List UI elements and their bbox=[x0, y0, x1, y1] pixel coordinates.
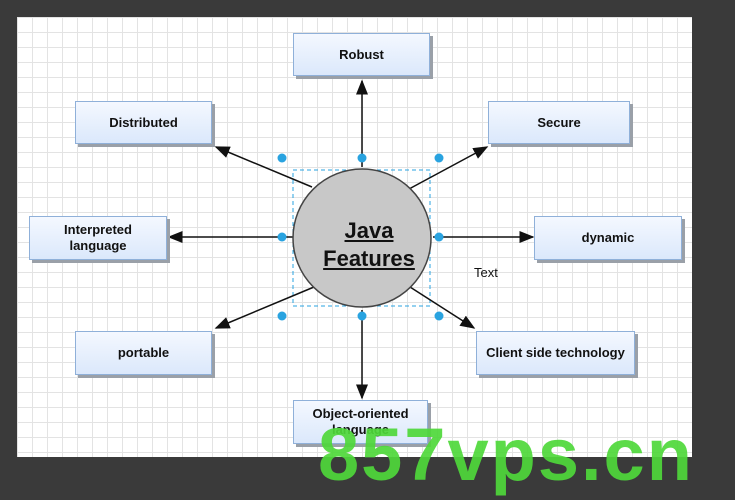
resize-handle[interactable] bbox=[434, 232, 444, 242]
node-robust[interactable]: Robust bbox=[293, 33, 430, 76]
node-portable[interactable]: portable bbox=[75, 331, 212, 375]
diagram-canvas: Java Features Robust Distributed Secure … bbox=[17, 17, 692, 457]
node-dynamic[interactable]: dynamic bbox=[534, 216, 682, 260]
watermark-text: 857vps.cn bbox=[318, 413, 694, 496]
node-secure[interactable]: Secure bbox=[488, 101, 630, 144]
node-client-side-technology[interactable]: Client side technology bbox=[476, 331, 635, 375]
arrow-to-distributed bbox=[214, 146, 313, 188]
arrow-to-client-side bbox=[409, 286, 476, 329]
resize-handle[interactable] bbox=[357, 311, 367, 321]
free-text-label[interactable]: Text bbox=[474, 265, 498, 280]
resize-handle[interactable] bbox=[277, 232, 287, 242]
resize-handle[interactable] bbox=[434, 153, 444, 163]
resize-handle[interactable] bbox=[434, 311, 444, 321]
node-object-oriented-language[interactable]: Object-oriented language bbox=[293, 400, 428, 444]
connectors-layer bbox=[167, 79, 535, 400]
center-label-line2: Features bbox=[323, 246, 415, 271]
node-interpreted-language[interactable]: Interpreted language bbox=[29, 216, 167, 260]
center-label-line1: Java bbox=[344, 218, 394, 243]
resize-handle[interactable] bbox=[357, 153, 367, 163]
resize-handle[interactable] bbox=[277, 311, 287, 321]
resize-handle[interactable] bbox=[277, 153, 287, 163]
arrow-to-secure bbox=[408, 146, 489, 190]
center-circle[interactable] bbox=[292, 168, 432, 308]
node-distributed[interactable]: Distributed bbox=[75, 101, 212, 144]
arrow-to-portable bbox=[214, 286, 315, 329]
center-label: Java Features bbox=[304, 217, 434, 273]
